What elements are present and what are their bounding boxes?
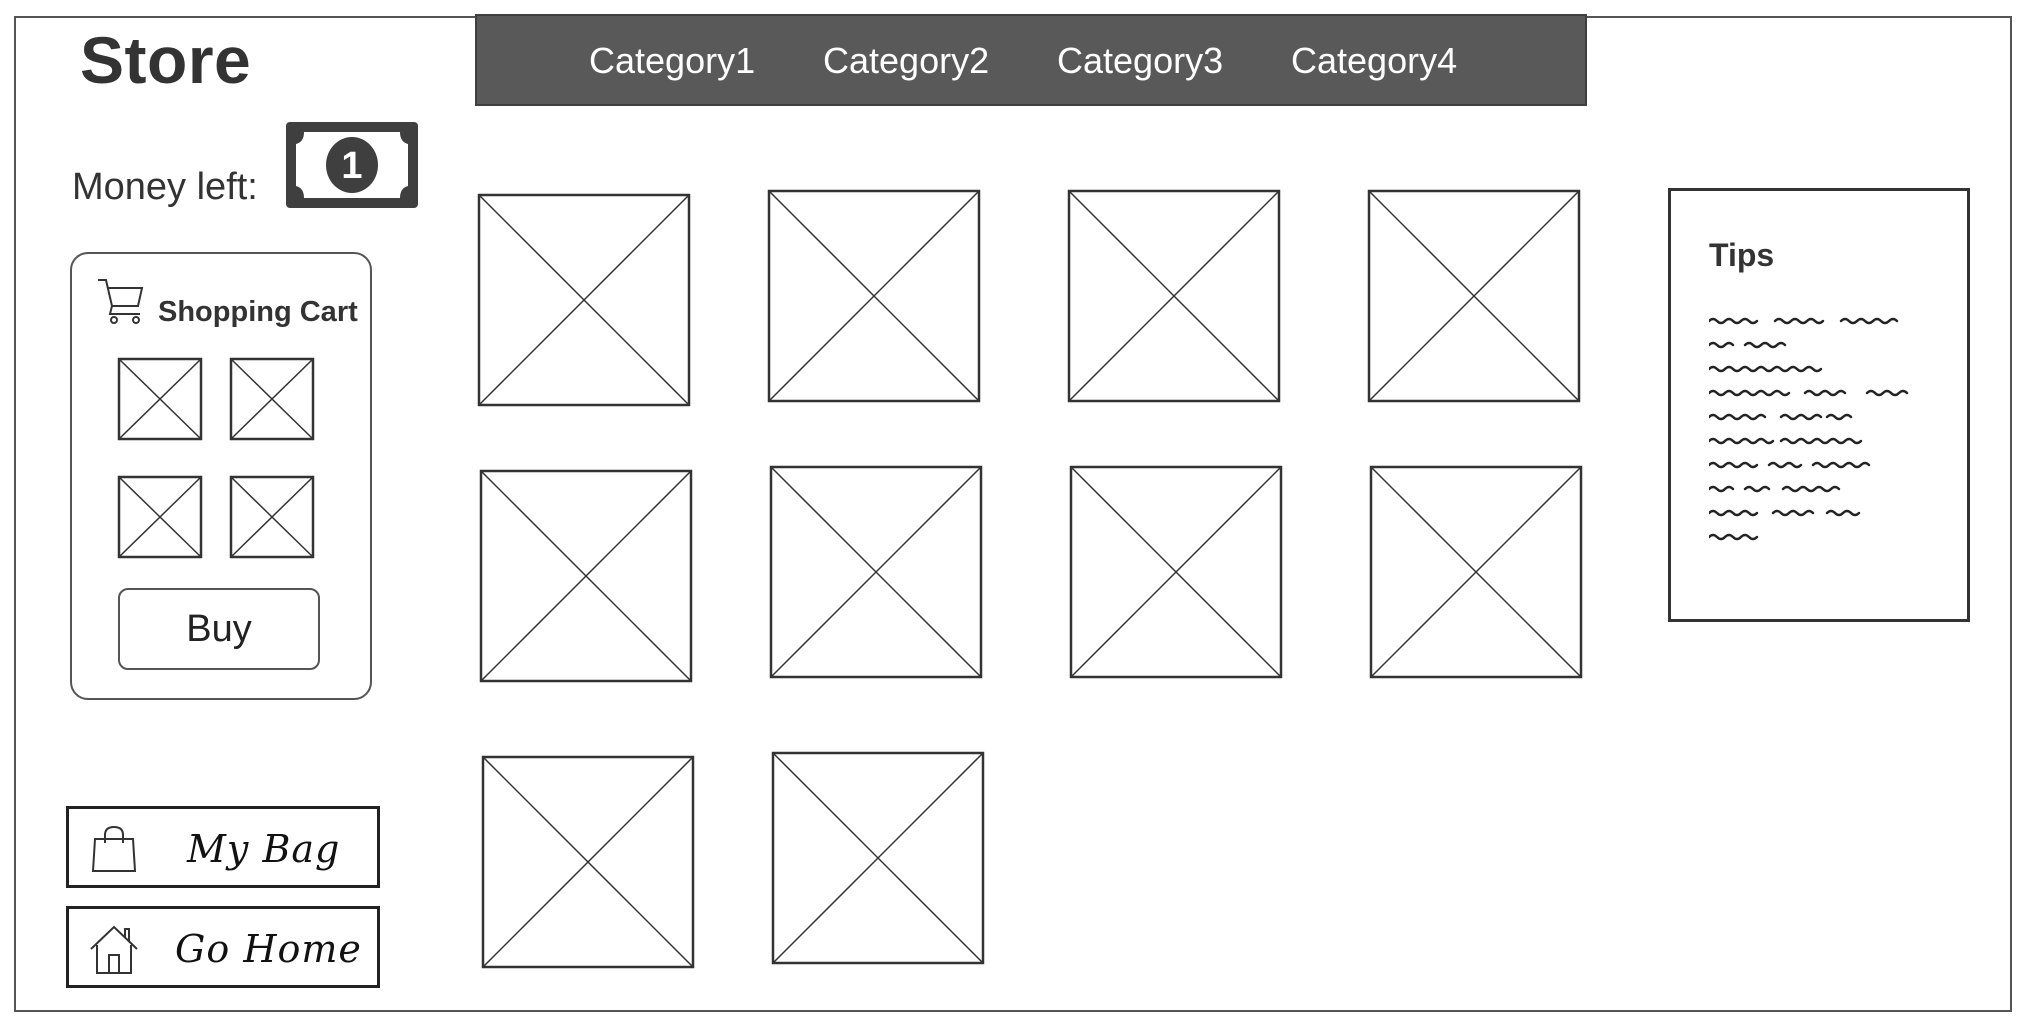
- go-home-button[interactable]: Go Home: [66, 906, 380, 988]
- shopping-cart-title: Shopping Cart: [158, 296, 358, 328]
- tips-text-placeholder: [1707, 311, 1949, 551]
- product-item[interactable]: [477, 193, 691, 407]
- cart-item[interactable]: [117, 357, 203, 441]
- money-value: 1: [341, 145, 362, 187]
- image-placeholder-icon: [229, 357, 315, 441]
- cart-item[interactable]: [229, 475, 315, 559]
- product-item[interactable]: [1067, 189, 1281, 403]
- image-placeholder-icon: [117, 475, 203, 559]
- product-item[interactable]: [1369, 465, 1583, 679]
- product-item[interactable]: [769, 465, 983, 679]
- tips-panel: Tips: [1668, 188, 1970, 622]
- go-home-label: Go Home: [175, 927, 362, 971]
- image-placeholder-icon: [771, 751, 985, 965]
- image-placeholder-icon: [481, 755, 695, 969]
- my-bag-button[interactable]: My Bag: [66, 806, 380, 888]
- cart-item[interactable]: [117, 475, 203, 559]
- page-title: Store: [80, 23, 252, 97]
- image-placeholder-icon: [1367, 189, 1581, 403]
- image-placeholder-icon: [1369, 465, 1583, 679]
- tab-category-3[interactable]: Category3: [1057, 40, 1224, 81]
- tab-category-2[interactable]: Category2: [823, 40, 990, 81]
- image-placeholder-icon: [769, 465, 983, 679]
- shopping-cart-panel: [70, 252, 372, 700]
- money-left-label: Money left:: [72, 166, 258, 208]
- buy-button[interactable]: Buy: [118, 588, 320, 670]
- product-item[interactable]: [481, 755, 695, 969]
- product-item[interactable]: [771, 751, 985, 965]
- image-placeholder-icon: [1067, 189, 1281, 403]
- cart-item[interactable]: [229, 357, 315, 441]
- dollar-bill-icon: 1: [286, 122, 418, 208]
- image-placeholder-icon: [117, 357, 203, 441]
- tab-category-4[interactable]: Category4: [1291, 40, 1458, 81]
- product-item[interactable]: [767, 189, 981, 403]
- product-item[interactable]: [1367, 189, 1581, 403]
- product-item[interactable]: [1069, 465, 1283, 679]
- home-icon: [89, 923, 139, 975]
- tips-title: Tips: [1709, 237, 1775, 273]
- tab-category-1[interactable]: Category1: [589, 40, 756, 81]
- shopping-cart-icon: [96, 276, 146, 326]
- shopping-bag-icon: [89, 823, 139, 875]
- image-placeholder-icon: [477, 193, 691, 407]
- image-placeholder-icon: [479, 469, 693, 683]
- image-placeholder-icon: [1069, 465, 1283, 679]
- my-bag-label: My Bag: [187, 827, 341, 871]
- image-placeholder-icon: [229, 475, 315, 559]
- product-item[interactable]: [479, 469, 693, 683]
- image-placeholder-icon: [767, 189, 981, 403]
- category-bar: Category1 Category2 Category3 Category4: [475, 14, 1587, 106]
